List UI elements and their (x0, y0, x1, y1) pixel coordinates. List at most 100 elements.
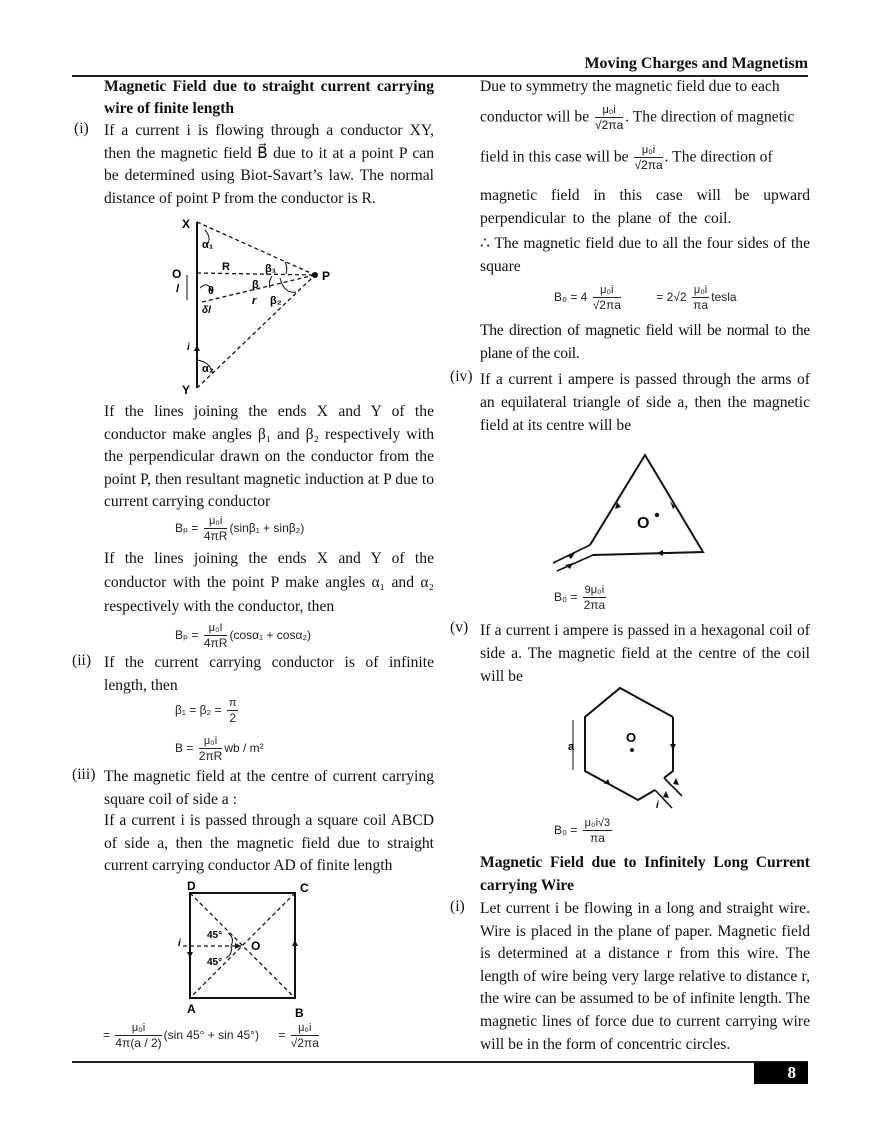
numerator: μ₀i (634, 144, 663, 158)
eq-lhs: B = (175, 741, 194, 756)
paragraph-hexagon: If a current i ampere is passed in a hex… (480, 622, 810, 685)
paragraph-direction-normal: The direction of magnetic field will be … (480, 322, 810, 362)
section-heading-finite-wire: Magnetic Field due to straight current c… (104, 78, 434, 117)
label-R: R (222, 261, 230, 273)
eq-lhs: Bₚ = (175, 628, 199, 643)
eq-lhs: B₀ = (554, 590, 578, 605)
numerator: 9μ₀i (582, 584, 607, 598)
fraction: μ₀i√2πa (595, 104, 624, 132)
text: conductor will be (480, 108, 590, 126)
eq-unit: wb / m² (224, 741, 264, 756)
numerator: μ₀I (203, 622, 228, 636)
label-O: O (172, 267, 181, 281)
numerator: μ₀i (595, 104, 624, 118)
line-conductor-field: conductor will be μ₀i√2πa. The direction… (480, 104, 810, 132)
label-45-upper: 45° (207, 930, 222, 941)
label-beta1-top: β₁ (265, 263, 277, 275)
denominator: πa (589, 831, 605, 845)
numerator: μ₀i (115, 1022, 162, 1036)
item-number: (iii) (72, 766, 96, 783)
item-number: (i) (450, 898, 465, 915)
line-field-case: field in this case will be μ₀i√2πa. The … (480, 144, 810, 172)
label-theta: θ (208, 285, 214, 297)
label-Y: Y (182, 383, 190, 397)
label-beta2: β₂ (270, 295, 282, 307)
eq-rest: (cosα₁ + cosα₂) (229, 628, 312, 643)
item-number: (ii) (72, 652, 92, 669)
paragraph-square-coil-title: The magnetic field at the centre of curr… (104, 768, 434, 808)
section-heading-infinite-wire: Magnetic Field due to Infinitely Long Cu… (480, 854, 810, 894)
item-number: (v) (450, 619, 469, 636)
text: . The direction of magnetic (625, 108, 795, 126)
eq-lhs: β₁ = β₂ = (175, 703, 222, 718)
label-alpha2: α₂ (202, 363, 214, 375)
eq-lhs: Bₚ = (175, 521, 199, 536)
label-i: i (178, 938, 181, 949)
eq-lhs2: = (278, 1028, 286, 1043)
label-O: O (251, 939, 260, 953)
eq-lhs: = (103, 1028, 111, 1043)
denominator: √2πa (595, 118, 624, 132)
figure-square-coil-diagram: D C A B O i 45° 45° (178, 880, 309, 1020)
paragraph-infinite-length: If the current carrying conductor is of … (104, 654, 434, 694)
eq-lhs2: = 2√2 (656, 290, 687, 305)
eq-lhs: B₀ = 4 (554, 290, 588, 305)
denominator: πa (693, 298, 709, 312)
denominator: 2πa (583, 598, 606, 612)
denominator: √2πa (592, 298, 621, 312)
label-A: A (187, 1002, 196, 1016)
text: . The direction of (664, 148, 773, 166)
label-delta-l: δl (202, 305, 211, 316)
fraction: μ₀i√2πa (634, 144, 663, 172)
label-i: i (187, 342, 190, 353)
label-r: r (252, 295, 257, 307)
label-45-lower: 45° (207, 957, 222, 968)
label-beta: β (252, 279, 259, 291)
denominator: √2πa (290, 1036, 319, 1050)
denominator: 4πR (203, 636, 228, 650)
eq-lhs: B₀ = (554, 823, 578, 838)
item-number: (iv) (450, 368, 473, 385)
figure-finite-conductor-diagram: X Y O P R r l δl θ α₁ α₂ β β₁ β₂ i (172, 217, 330, 397)
header-rule (72, 75, 808, 77)
paragraph-infinite-wire: Let current i be flowing in a long and s… (480, 900, 810, 1053)
denominator: 2πR (198, 749, 223, 763)
label-l: l (176, 283, 180, 295)
paragraph-triangle: If a current i ampere is passed through … (480, 371, 810, 434)
denominator: 2 (229, 711, 237, 725)
fraction-result: μ₀i√2πa (290, 1022, 319, 1050)
footer-rule (72, 1061, 808, 1063)
label-P: P (322, 269, 330, 283)
page-number: 8 (754, 1062, 808, 1084)
eq-rest: (sinβ₁ + sinβ₂) (229, 521, 305, 536)
figure-triangle-coil-diagram: O (552, 453, 705, 572)
denominator: 4πR (203, 529, 228, 543)
numerator: μ₀i (203, 515, 228, 529)
label-O: O (637, 515, 649, 532)
denominator: 4π(a / 2) (115, 1036, 162, 1050)
fraction: μ₀i√2πa (592, 284, 621, 312)
label-alpha1: α₁ (202, 239, 214, 251)
numerator: μ₀i√3 (582, 817, 613, 831)
eq-rest: (sin 45° + sin 45°) (163, 1028, 259, 1043)
label-B: B (295, 1006, 304, 1020)
numerator: μ₀i (592, 284, 621, 298)
numerator: μ₀i (691, 284, 710, 298)
paragraph-beta-angles: If the lines joining the ends X and Y of… (104, 403, 434, 511)
label-O: O (626, 730, 636, 745)
numerator: μ₀i (290, 1022, 319, 1036)
